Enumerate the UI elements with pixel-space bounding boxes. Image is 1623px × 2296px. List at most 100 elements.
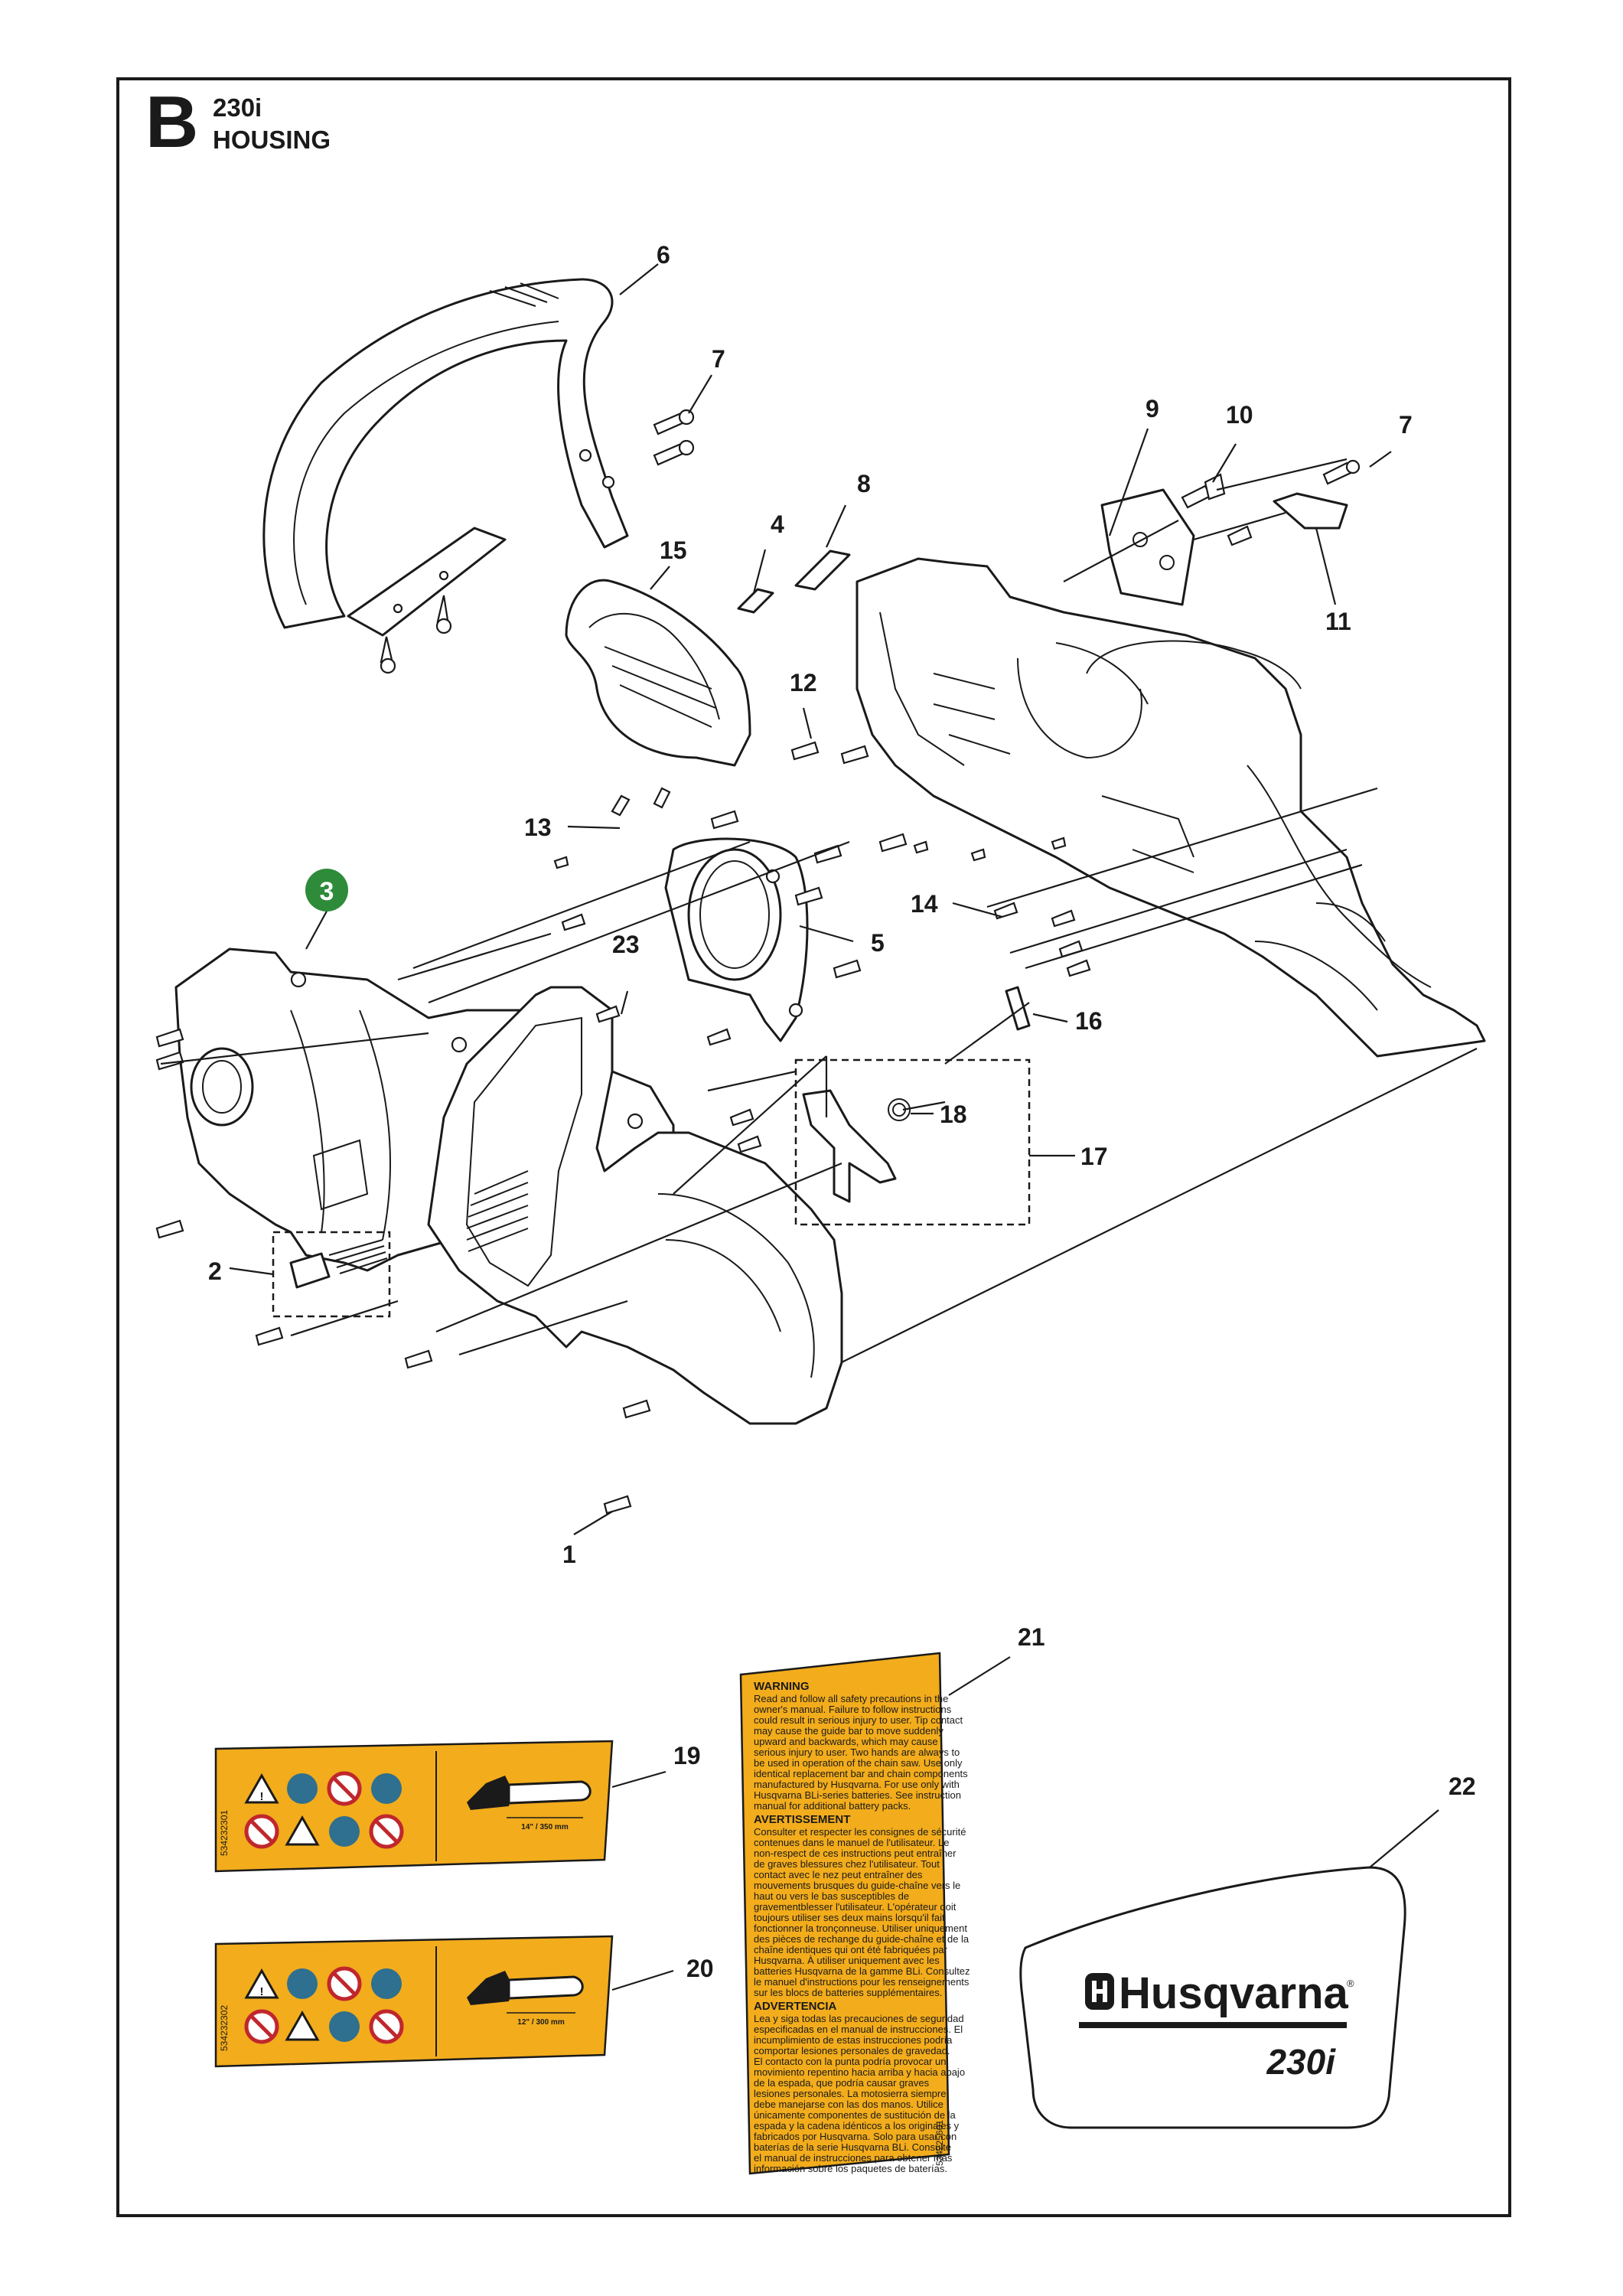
label-21-line: únicamente componentes de sustitución de…: [754, 2109, 957, 2121]
callout-14: 14: [911, 890, 938, 918]
label-21-line: especificadas en el manual de instruccio…: [754, 2024, 963, 2035]
gloves-icon: [371, 1968, 402, 1999]
main-body-handle-part: [427, 986, 843, 1425]
label-21-line: movimiento repentino hacia arriba y haci…: [754, 2066, 965, 2078]
label-21-line: des pièces de rechange du guide-chaîne e…: [754, 1933, 970, 1945]
label-21-line: información sobre los paquetes de baterí…: [754, 2163, 947, 2174]
section-model: 230i: [213, 93, 262, 122]
label-19-icons: !: [244, 1771, 404, 1849]
label-21-line: identical replacement bar and chain comp…: [754, 1768, 968, 1779]
label-21-line: de la espada, que podría causar graves: [754, 2077, 930, 2089]
decal-brand: Husqvarna: [1119, 1968, 1349, 2018]
label-21-line: contenues dans le manuel de l'utilisateu…: [754, 1837, 949, 1848]
gloves-icon: [371, 1773, 402, 1804]
part-4: [737, 588, 774, 614]
label-21-line: de graves blessures chez l'utilisateur. …: [754, 1858, 940, 1870]
brand-decal-22: Husqvarna ® 230i: [1019, 1809, 1439, 2129]
label-21-line: baterías de la serie Husqvarna BLi. Cons…: [754, 2141, 951, 2153]
ear-eye-protection-icon: [329, 1816, 360, 1847]
label-21-heading: AVERTISSEMENT: [754, 1813, 850, 1826]
label-21-line: Husqvarna BLi-series batteries. See inst…: [754, 1789, 961, 1801]
label-21-line: gravementblesser l'utilisateur. L'opérat…: [754, 1901, 957, 1913]
label-21-line: be used in operation of the chain saw. U…: [754, 1757, 963, 1769]
trigger-part: [802, 1089, 911, 1203]
warning-triangle-icon: [244, 1773, 279, 1804]
callout-22: 22: [1449, 1773, 1476, 1800]
trigger-group-box: [794, 1058, 1031, 1226]
cover-plate-part: [1100, 488, 1195, 606]
label-21-line: le manuel d'instructions pour les rensei…: [754, 1976, 970, 1988]
decal-model: 230i: [1266, 2042, 1336, 2082]
callout-7a: 7: [712, 345, 725, 373]
rear-housing-part: [855, 557, 1486, 1058]
warning-label-20: ! 12" / 300 mm 534232302: [214, 1935, 674, 2068]
callout-3-text: 3: [320, 877, 334, 906]
page-frame: [116, 77, 1511, 2217]
seal-ring-part: [664, 837, 809, 1042]
label-21-line: non-respect de ces instructions peut ent…: [754, 1848, 957, 1859]
callout-21: 21: [1018, 1623, 1045, 1651]
svg-text:!: !: [260, 1790, 264, 1803]
label-21-heading: ADVERTENCIA: [754, 2000, 837, 2013]
read-manual-icon: [287, 1968, 318, 1999]
callout-18: 18: [940, 1101, 967, 1128]
label-21-line: serious injury to user. Two hands are al…: [754, 1746, 960, 1758]
label-21-line: Read and follow all safety precautions i…: [754, 1693, 948, 1704]
label-21-line: may cause the guide bar to move suddenly: [754, 1725, 943, 1737]
label-21-line: lesiones personales. La motosierra siemp…: [754, 2088, 946, 2099]
part-2-spring: [328, 1239, 388, 1274]
callout-23: 23: [612, 931, 640, 958]
ear-eye-protection-icon: [329, 2011, 360, 2042]
part-16: [1005, 986, 1031, 1031]
part-8: [794, 550, 851, 591]
loose-screws: [155, 741, 1091, 1515]
label-20-part-number: 534232302: [219, 2005, 230, 2051]
label-20-icons: !: [244, 1966, 404, 2044]
label-21-part-number: 534225601: [934, 2120, 945, 2166]
label-20-bar-size: 12" / 300 mm: [517, 2018, 565, 2027]
svg-text:!: !: [260, 1985, 264, 1998]
part-2-lock: [289, 1252, 331, 1289]
label-21-line: fonctionner la tronçonneuse. Utiliser un…: [754, 1923, 967, 1934]
label-21-line: Husqvarna. À utiliser uniquement avec le…: [754, 1955, 940, 1966]
decal-registered-mark: ®: [1347, 1978, 1354, 1989]
callout-10: 10: [1226, 401, 1253, 429]
label-21-line: El contacto con la punta podría provocar…: [754, 2056, 947, 2067]
label-21-line: contact avec le nez peut entraîner des: [754, 1869, 923, 1880]
callout-7b: 7: [1399, 411, 1413, 439]
part-11: [1273, 492, 1348, 530]
label-21-line: espada y la cadena idénticos a los origi…: [754, 2120, 960, 2131]
callout-12: 12: [790, 669, 817, 696]
leader-lines: [160, 263, 1478, 1535]
label-21-line: Consulter et respecter les consignes de …: [754, 1826, 966, 1838]
label-19-bar-size: 14" / 350 mm: [521, 1823, 569, 1831]
label-21-line: manual for additional battery packs.: [754, 1800, 911, 1812]
label-21-line: chaîne identiques qui ont été fabriquées…: [754, 1944, 948, 1955]
chainsaw-bar-icon: [467, 1776, 592, 1818]
plate-screws: [1181, 459, 1361, 546]
kickback-warning-icon: [285, 2010, 320, 2041]
warning-label-19: ! 14" / 350 mm 534232301: [214, 1740, 666, 1873]
label-21-line: could result in serious injury to user. …: [754, 1714, 963, 1726]
callout-badge-3: 3: [305, 869, 348, 912]
label-21-line: toujours utiliser ses deux mains lorsqu'…: [754, 1912, 945, 1923]
label-21-line: manufactured by Husqvarna. For use only …: [754, 1779, 960, 1790]
chainsaw-bar-icon: [467, 1971, 584, 2014]
callout-13: 13: [524, 814, 552, 841]
label-21-line: haut ou vers le bas susceptibles de: [754, 1890, 909, 1902]
label-21-line: upward and backwards, which may cause: [754, 1736, 938, 1747]
label-21-line: sur les blocs de batteries supplémentair…: [754, 1987, 942, 1998]
label-21-line: debe manejarse con las dos manos. Utilic…: [754, 2099, 943, 2110]
callout-16: 16: [1075, 1007, 1103, 1035]
warning-triangle-icon: [244, 1968, 279, 1999]
label-21-line: owner's manual. Failure to follow instru…: [754, 1704, 952, 1715]
front-handle-part: [262, 278, 629, 637]
label-21-heading: WARNING: [754, 1680, 810, 1693]
husqvarna-logo-icon: [1085, 1973, 1114, 2010]
decal-rule: [1079, 2022, 1347, 2028]
label-21-line: incumplimiento de estas instrucciones po…: [754, 2034, 953, 2046]
label-21-line: batteries Husqvarna de la gamme BLi. Con…: [754, 1965, 970, 1977]
callout-5: 5: [871, 929, 885, 957]
